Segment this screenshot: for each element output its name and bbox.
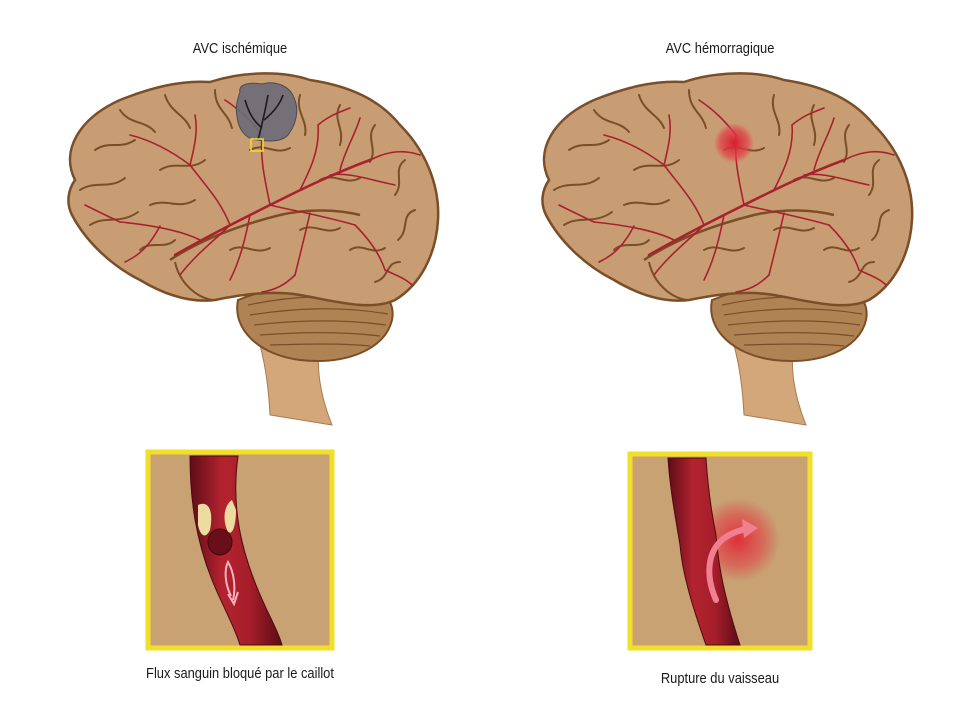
zoom-marker [250, 138, 264, 152]
ischemic-caption: Flux sanguin bloqué par le caillot [146, 665, 334, 682]
blocked-vessels [244, 94, 284, 141]
ischemic-stroke-title: AVC ischémique [192, 40, 288, 57]
flow-arrow [224, 559, 236, 601]
ischemic-zone [235, 82, 298, 142]
blocked-vessel [189, 455, 283, 646]
bleed-spot [714, 123, 754, 163]
hemorrhagic-caption: Rupture du vaisseau [660, 670, 780, 687]
ruptured-vessel [667, 457, 758, 646]
hemorrhagic-stroke-title: AVC hémorragique [665, 40, 775, 57]
rupture-arrow [706, 525, 753, 603]
hemorrhagic-inset [627, 451, 813, 651]
hemorrhagic-brain [541, 72, 914, 427]
blood-clot [207, 528, 233, 556]
ischemic-brain [67, 72, 440, 427]
ischemic-inset [145, 449, 335, 651]
